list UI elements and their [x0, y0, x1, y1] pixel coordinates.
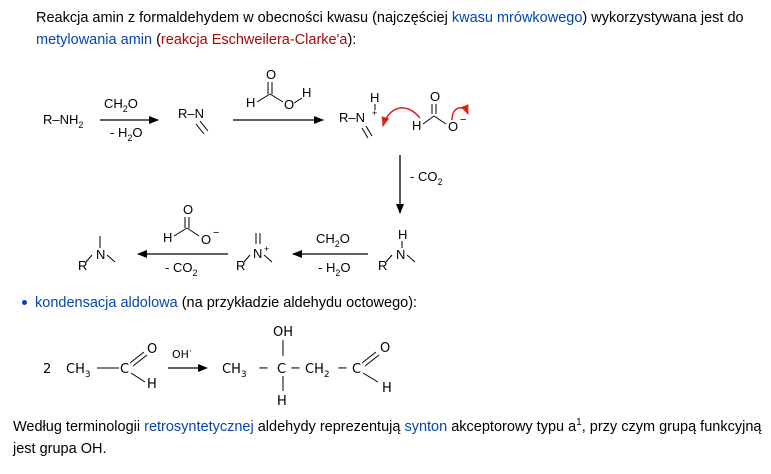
product-c-central: C — [277, 362, 286, 377]
product-dash-1: − — [258, 361, 269, 376]
product-ch3: CH3 — [222, 362, 247, 380]
formic-o: O — [266, 67, 276, 82]
minus-h2o-1: - H2O — [110, 125, 142, 143]
formate-h: H — [412, 118, 421, 133]
ch2o-reagent-1: CH2O — [104, 96, 138, 114]
product-dash-3: − — [337, 361, 348, 376]
aldol-scheme: 2 CH3 C O H OH· CH3 − OH C H − CH2 − C O… — [43, 325, 392, 409]
formate-o-top: O — [430, 89, 440, 104]
iminium-plus: + — [372, 108, 377, 118]
sec-amine-r: R — [378, 258, 387, 273]
imine-double-bond-2 — [199, 120, 209, 132]
formic-oh-o: O — [284, 97, 294, 112]
outro-text-2: aldehydy reprezentują — [253, 418, 405, 435]
bullet-dot — [22, 299, 27, 305]
imine-r-n: R–N — [178, 106, 204, 121]
formate2-o: O — [201, 232, 211, 247]
sec-amine-n: N — [396, 247, 405, 262]
formic-h: H — [246, 95, 255, 110]
tert-amine-n: N — [96, 247, 105, 262]
product-h-bottom: H — [277, 394, 287, 409]
formate2-h: H — [163, 230, 172, 245]
link-aminy[interactable]: amin — [120, 32, 153, 48]
link-kwas-mrowkowy[interactable]: kwasu mrówkowego — [451, 10, 583, 26]
ch2o-reagent-2: CH2O — [316, 231, 350, 249]
product-oh: OH — [273, 325, 293, 340]
acetaldehyde-o: O — [147, 342, 157, 357]
formate2-minus: − — [213, 227, 219, 239]
formate-o: O — [448, 119, 458, 134]
oh-catalyst: OH· — [172, 347, 192, 361]
iminium-h: H — [370, 90, 379, 105]
superscript-1: 1 — [576, 417, 582, 428]
product-h: H — [382, 381, 392, 396]
intro-text-2: ) wykorzystywana jest do — [582, 10, 744, 26]
acetaldehyde-h: H — [147, 377, 157, 392]
formate-minus: − — [460, 114, 466, 126]
intro-paragraph: Reakcja amin z formaldehydem w obecności… — [36, 7, 761, 51]
outro-paragraph: Według terminologii retrosyntetycznej al… — [13, 412, 763, 460]
link-reakcja-eschweilera-clarkea[interactable]: reakcja Eschweilera-Clarke'a — [160, 32, 348, 48]
link-kondensacja-aldolowa[interactable]: kondensacja aldolowa — [35, 295, 178, 311]
acetaldehyde-c: C — [120, 362, 129, 377]
eschweiler-clarke-scheme: R–NH2 CH2O - H2O R–N O H O H H R–N + O H — [43, 67, 469, 278]
link-synton[interactable]: synton — [404, 418, 448, 435]
iminium-r-n: R–N — [339, 110, 365, 125]
link-retrosyntetyczna[interactable]: retrosyntetycznej — [144, 418, 254, 435]
product-c-carbonyl: C — [352, 362, 361, 377]
iminium2-r: R — [236, 258, 245, 273]
sec-amine-h: H — [398, 227, 407, 242]
outro-text-1: Według terminologii — [13, 418, 145, 435]
product-o: O — [380, 341, 390, 356]
link-metylowanie[interactable]: metylowania — [36, 32, 117, 48]
iminium2-plus: + — [264, 244, 269, 254]
minus-co2-2: - CO2 — [165, 260, 197, 278]
electron-push-arrow-1 — [381, 107, 421, 127]
electron-push-arrow-2 — [451, 104, 469, 121]
acetaldehyde-ch3: CH3 — [66, 362, 91, 380]
formic-oh-h: H — [302, 85, 311, 100]
bullet-aldol: kondensacja aldolowa (na przykładzie ald… — [18, 293, 417, 313]
intro-text-5: ): — [347, 32, 357, 48]
bullet-text: (na przykładzie aldehydu octowego): — [177, 295, 418, 311]
minus-h2o-2: - H2O — [318, 260, 350, 278]
intro-text-1: Reakcja amin z formaldehydem w obecności… — [36, 10, 452, 26]
imine-double-bond-1 — [195, 123, 205, 135]
tert-amine-r: R — [78, 258, 87, 273]
outro-text-3: akceptorowy typu a — [447, 418, 577, 435]
r-nh2-label: R–NH2 — [43, 112, 83, 130]
formate2-o-top: O — [183, 202, 193, 217]
product-ch2: CH2 — [305, 362, 330, 380]
coefficient-2: 2 — [43, 362, 51, 377]
iminium2-n: N — [253, 246, 262, 261]
product-dash-2: − — [290, 361, 301, 376]
outro-text-4: , przy czym grupą funkcyjną jest grupa O… — [13, 418, 762, 457]
intro-text-4: ( — [152, 32, 161, 48]
minus-co2-1: - CO2 — [410, 169, 442, 187]
